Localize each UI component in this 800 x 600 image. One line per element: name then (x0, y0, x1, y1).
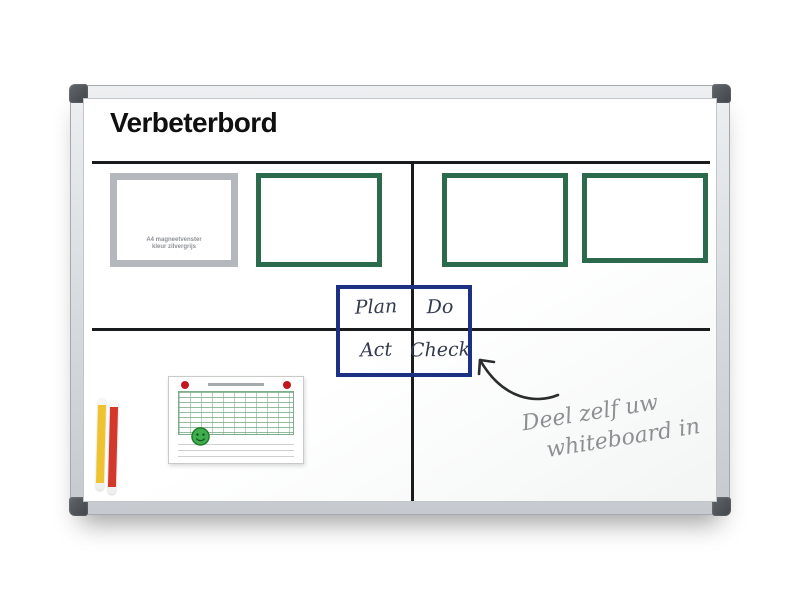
divider-horizontal-top (92, 161, 710, 164)
scorecard-rule-1 (178, 444, 294, 445)
magnet-window-caption-line2: kleur zilvergrijs (151, 244, 197, 250)
magnet-window-green-3 (582, 173, 708, 263)
magnet-window-caption: A4 magneetvenster kleur zilvergrijs (117, 237, 231, 251)
pdca-grid (336, 285, 472, 377)
pdca-cell-do: Do (426, 295, 454, 319)
scorecard-header-bar (208, 383, 264, 386)
marker-pen-yellow (95, 397, 107, 491)
pdca-cell-act: Act (359, 338, 393, 362)
whiteboard-frame: Verbeterbord A4 magneetvenster kleur zil… (69, 84, 731, 516)
smiley-icon (191, 427, 210, 446)
magnet-window-gray: A4 magneetvenster kleur zilvergrijs (110, 173, 238, 267)
divider-vertical-center (411, 161, 414, 501)
pdca-cell-plan: Plan (354, 295, 398, 319)
scorecard-magnet (168, 376, 304, 464)
marker-pen-red (107, 399, 119, 495)
magnet-dot-right-icon (283, 381, 291, 389)
pdca-cell-check: Check (409, 338, 471, 362)
magnet-dot-left-icon (181, 381, 189, 389)
board-title: Verbeterbord (110, 107, 278, 138)
divider-horizontal-middle (92, 328, 710, 331)
whiteboard-surface: Verbeterbord A4 magneetvenster kleur zil… (83, 98, 717, 502)
magnet-window-green-1 (256, 173, 382, 267)
scorecard-rule-2 (178, 450, 294, 451)
magnet-window-green-2 (442, 173, 568, 267)
curved-arrow-icon (477, 358, 560, 401)
magnet-window-caption-line1: A4 magneetvenster (146, 237, 202, 243)
scorecard-table (178, 391, 294, 435)
scorecard-rule-3 (178, 456, 294, 457)
